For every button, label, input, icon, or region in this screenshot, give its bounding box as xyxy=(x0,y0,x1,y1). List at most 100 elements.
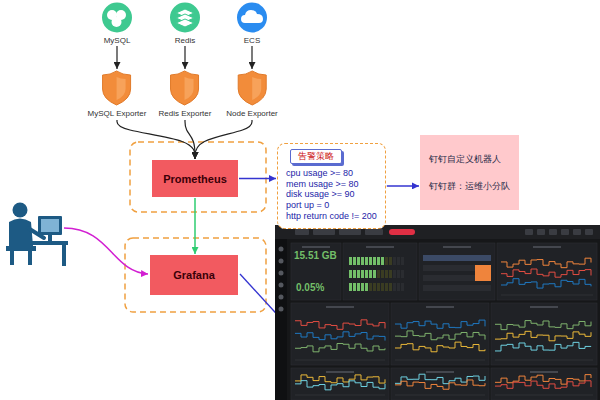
gauge-cell xyxy=(393,270,396,278)
policy-heading: 告警策略 xyxy=(290,149,342,164)
graph-series xyxy=(295,332,385,341)
exporter-shield xyxy=(169,70,201,106)
gauge-cell xyxy=(365,283,368,291)
user-head xyxy=(13,203,28,218)
dashboard-panel xyxy=(391,368,489,400)
toolbar-icon xyxy=(561,229,569,235)
glyph xyxy=(112,17,122,27)
service-icon: Redis xyxy=(169,2,201,45)
panel-title-bar xyxy=(443,246,471,248)
toolbar-icon xyxy=(537,229,545,235)
exporter-icon: MySQL Exporter xyxy=(88,70,147,118)
gauge-cell xyxy=(393,283,396,291)
shield-highlight xyxy=(252,77,261,100)
graph-series xyxy=(295,320,385,329)
user-link xyxy=(64,228,148,274)
gauge-cell xyxy=(377,270,380,278)
toolbar-icon xyxy=(525,229,533,235)
graph-axis xyxy=(295,360,385,361)
dashboard-panel xyxy=(491,368,597,400)
process-box: Grafana xyxy=(150,255,238,295)
graph-series xyxy=(295,344,385,352)
gauge-cell xyxy=(369,257,372,265)
desk-leg xyxy=(62,245,66,266)
toolbar-button xyxy=(295,229,309,235)
sidebar-icon xyxy=(279,307,284,312)
panel-title-bar xyxy=(530,371,558,373)
graph-series xyxy=(495,331,591,340)
shield-highlight xyxy=(185,77,194,100)
gauge-cell xyxy=(385,270,388,278)
gauge-cell xyxy=(357,283,360,291)
dashboard-panel xyxy=(491,303,597,365)
gauge-cell xyxy=(357,270,360,278)
toolbar-button xyxy=(339,229,361,235)
glyph xyxy=(241,10,263,23)
user-leg xyxy=(28,251,32,265)
graph-series xyxy=(295,375,385,383)
icon-badge xyxy=(102,3,132,33)
sidebar-icon xyxy=(279,283,284,288)
user-icon xyxy=(6,203,68,267)
notify-box: 钉钉自定义机器人钉钉群：运维小分队 xyxy=(420,135,519,210)
graph-series xyxy=(495,321,591,330)
gauge-cell xyxy=(397,283,400,291)
gauge-cell xyxy=(369,270,372,278)
gauge-cell xyxy=(361,270,364,278)
connector xyxy=(116,46,117,69)
gauge-cell xyxy=(385,283,388,291)
connector xyxy=(387,185,419,187)
graph-series xyxy=(395,331,485,340)
gauge-cell xyxy=(385,257,388,265)
graph-axis xyxy=(495,360,593,361)
panel-title-bar xyxy=(533,246,561,248)
shield-shape xyxy=(171,71,199,105)
gauge-cell xyxy=(357,257,360,265)
graph-series xyxy=(495,375,591,385)
exporter-shield xyxy=(236,70,268,106)
dashboard-readout: 15.51 GB xyxy=(294,250,337,261)
connector xyxy=(185,120,195,159)
exporter-icon: Redis Exporter xyxy=(159,70,212,118)
policy-rule: mem usage >= 80 xyxy=(286,179,377,190)
gauge-cell xyxy=(369,283,372,291)
dashboard-sidebar xyxy=(275,239,287,400)
dashboard-ground xyxy=(275,225,600,400)
gauge-cell xyxy=(349,283,352,291)
panel-title-bar xyxy=(326,371,354,373)
gauge-cell xyxy=(361,283,364,291)
gauge-cell xyxy=(365,270,368,278)
graph-series xyxy=(495,381,591,389)
connector xyxy=(195,120,252,159)
notify-line: 钉钉群：运维小分队 xyxy=(429,180,510,193)
graph-axis xyxy=(395,395,485,396)
connector xyxy=(184,46,185,69)
box-title: Grafana xyxy=(173,269,215,281)
service-icon: ECS xyxy=(236,2,268,45)
graph-series xyxy=(501,269,591,277)
toolbar-icon xyxy=(549,229,557,235)
dashboard-panel xyxy=(419,243,495,300)
icon-badge xyxy=(170,3,200,33)
service-glyph xyxy=(236,2,268,33)
dashboard-panel xyxy=(497,243,597,300)
node-label: MySQL xyxy=(104,36,131,45)
dashboard-panel xyxy=(343,243,417,300)
connector xyxy=(194,198,196,254)
panel-title-bar xyxy=(426,306,454,308)
gauge-cell xyxy=(381,283,384,291)
exporter-shield xyxy=(101,70,133,106)
monitor xyxy=(38,216,62,235)
gauge-cell xyxy=(353,283,356,291)
sidebar-icon xyxy=(279,295,284,300)
service-glyph xyxy=(169,2,201,33)
gauge-cell xyxy=(349,270,352,278)
group-frame xyxy=(130,142,266,212)
dashboard-panel xyxy=(291,303,389,365)
sidebar-icon xyxy=(279,259,284,264)
panel-title-bar xyxy=(302,246,330,248)
gauge-cell xyxy=(373,270,376,278)
sidebar-icon xyxy=(279,247,284,252)
connector xyxy=(117,120,195,159)
